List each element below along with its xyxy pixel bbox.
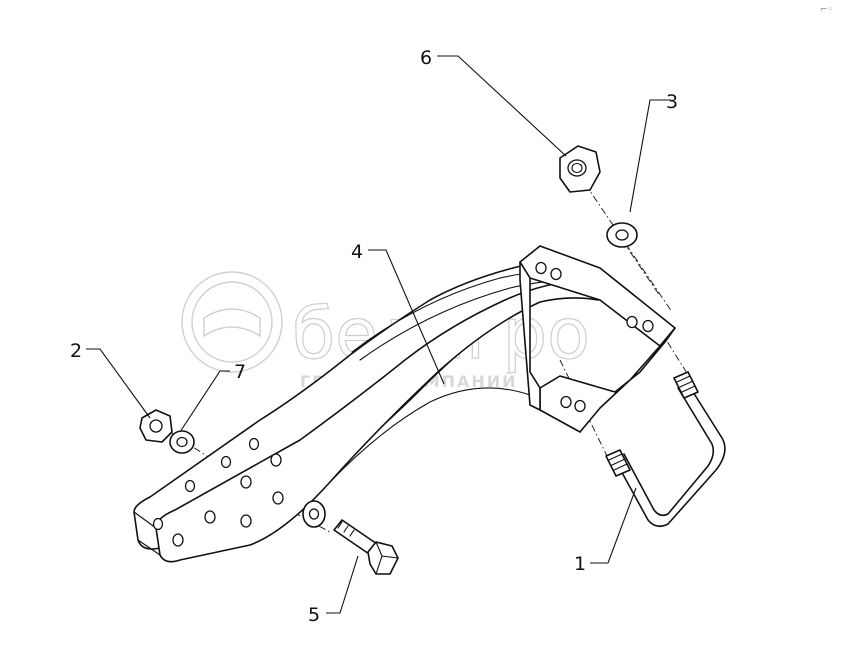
callout-7: 7 [234, 361, 246, 383]
leader-7 [179, 370, 230, 433]
callout-labels: 1 2 3 4 5 6 7 [70, 47, 678, 626]
part-2-nut [139, 409, 173, 443]
part-5-bolt [333, 519, 399, 575]
callout-6: 6 [420, 47, 432, 69]
corner-mark: ⌐◦ [820, 5, 833, 15]
leader-lines [86, 55, 671, 614]
part-3-washer [606, 222, 638, 248]
leader-4 [368, 249, 445, 385]
callout-4: 4 [351, 241, 363, 263]
watermark-logo [181, 271, 283, 373]
leader-5 [326, 555, 359, 614]
callout-2: 2 [70, 340, 82, 362]
part-6-nut [559, 145, 601, 193]
leader-1 [590, 487, 637, 564]
leader-2 [86, 348, 151, 419]
part-1-u-bolt [605, 371, 726, 528]
callout-1: 1 [574, 553, 586, 575]
leader-3 [629, 99, 671, 213]
bolt-washer [302, 500, 326, 528]
leader-6 [437, 55, 567, 157]
callout-3: 3 [666, 91, 678, 113]
part-7-washer [169, 430, 195, 454]
callout-5: 5 [308, 604, 320, 626]
part-4-bracket-arm [133, 245, 676, 563]
